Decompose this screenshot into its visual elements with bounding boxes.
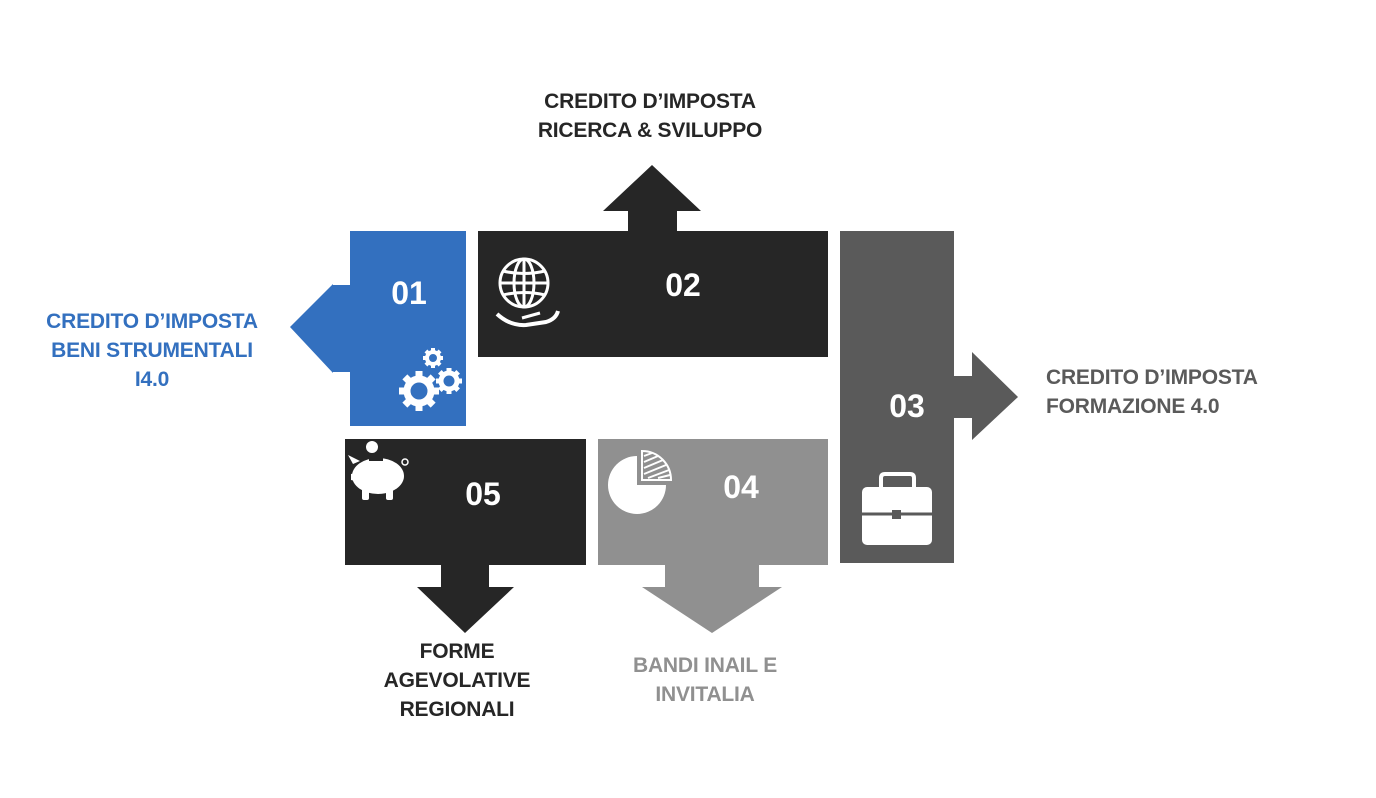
step-01-number: 01 <box>391 275 427 311</box>
step-02-block: 02 <box>478 165 828 357</box>
step-05-number: 05 <box>465 476 501 512</box>
step-03-label-line-2: FORMAZIONE 4.0 <box>1046 395 1220 418</box>
step-05-label: FORME AGEVOLATIVE REGIONALI <box>357 637 557 724</box>
step-04-number: 04 <box>723 469 759 505</box>
step-03-label: CREDITO D’IMPOSTA FORMAZIONE 4.0 <box>1046 363 1306 421</box>
step-02-number: 02 <box>665 267 701 303</box>
step-03-label-line-1: CREDITO D’IMPOSTA <box>1046 366 1258 389</box>
step-03-block: 03 <box>840 231 1018 563</box>
piggy-bank-icon <box>348 441 409 500</box>
step-05-arrow <box>345 439 586 633</box>
step-02-label-line-2: RICERCA & SVILUPPO <box>537 119 763 142</box>
step-01-label-line-3: I4.0 <box>134 368 170 391</box>
step-02-label-line-1: CREDITO D’IMPOSTA <box>544 90 756 113</box>
step-05-label-line-2: AGEVOLATIVE <box>383 669 531 692</box>
step-04-label-line-2: INVITALIA <box>655 683 755 706</box>
step-01-label-line-2: BENI STRUMENTALI <box>51 339 253 362</box>
step-01-block: 01 <box>290 231 466 426</box>
step-03-arrow <box>840 231 1018 563</box>
step-04-block: 04 <box>598 439 828 633</box>
step-04-label-line-1: BANDI INAIL E <box>632 654 778 677</box>
pie-chart-icon <box>608 449 673 514</box>
step-05-label-line-3: REGIONALI <box>399 698 515 721</box>
step-01-arrow <box>290 231 466 426</box>
step-05-block: 05 <box>345 439 586 633</box>
step-04-label: BANDI INAIL E INVITALIA <box>600 651 810 709</box>
gears-icon <box>399 348 462 411</box>
briefcase-icon <box>862 472 932 545</box>
step-03-number: 03 <box>889 388 925 424</box>
globe-hand-icon <box>495 257 560 328</box>
step-02-label: CREDITO D’IMPOSTA RICERCA & SVILUPPO <box>515 87 785 145</box>
step-01-label-line-1: CREDITO D’IMPOSTA <box>46 310 258 333</box>
step-01-label: CREDITO D’IMPOSTA BENI STRUMENTALI I4.0 <box>30 307 274 394</box>
step-05-label-line-1: FORME <box>419 640 495 663</box>
step-02-arrow <box>478 165 828 357</box>
